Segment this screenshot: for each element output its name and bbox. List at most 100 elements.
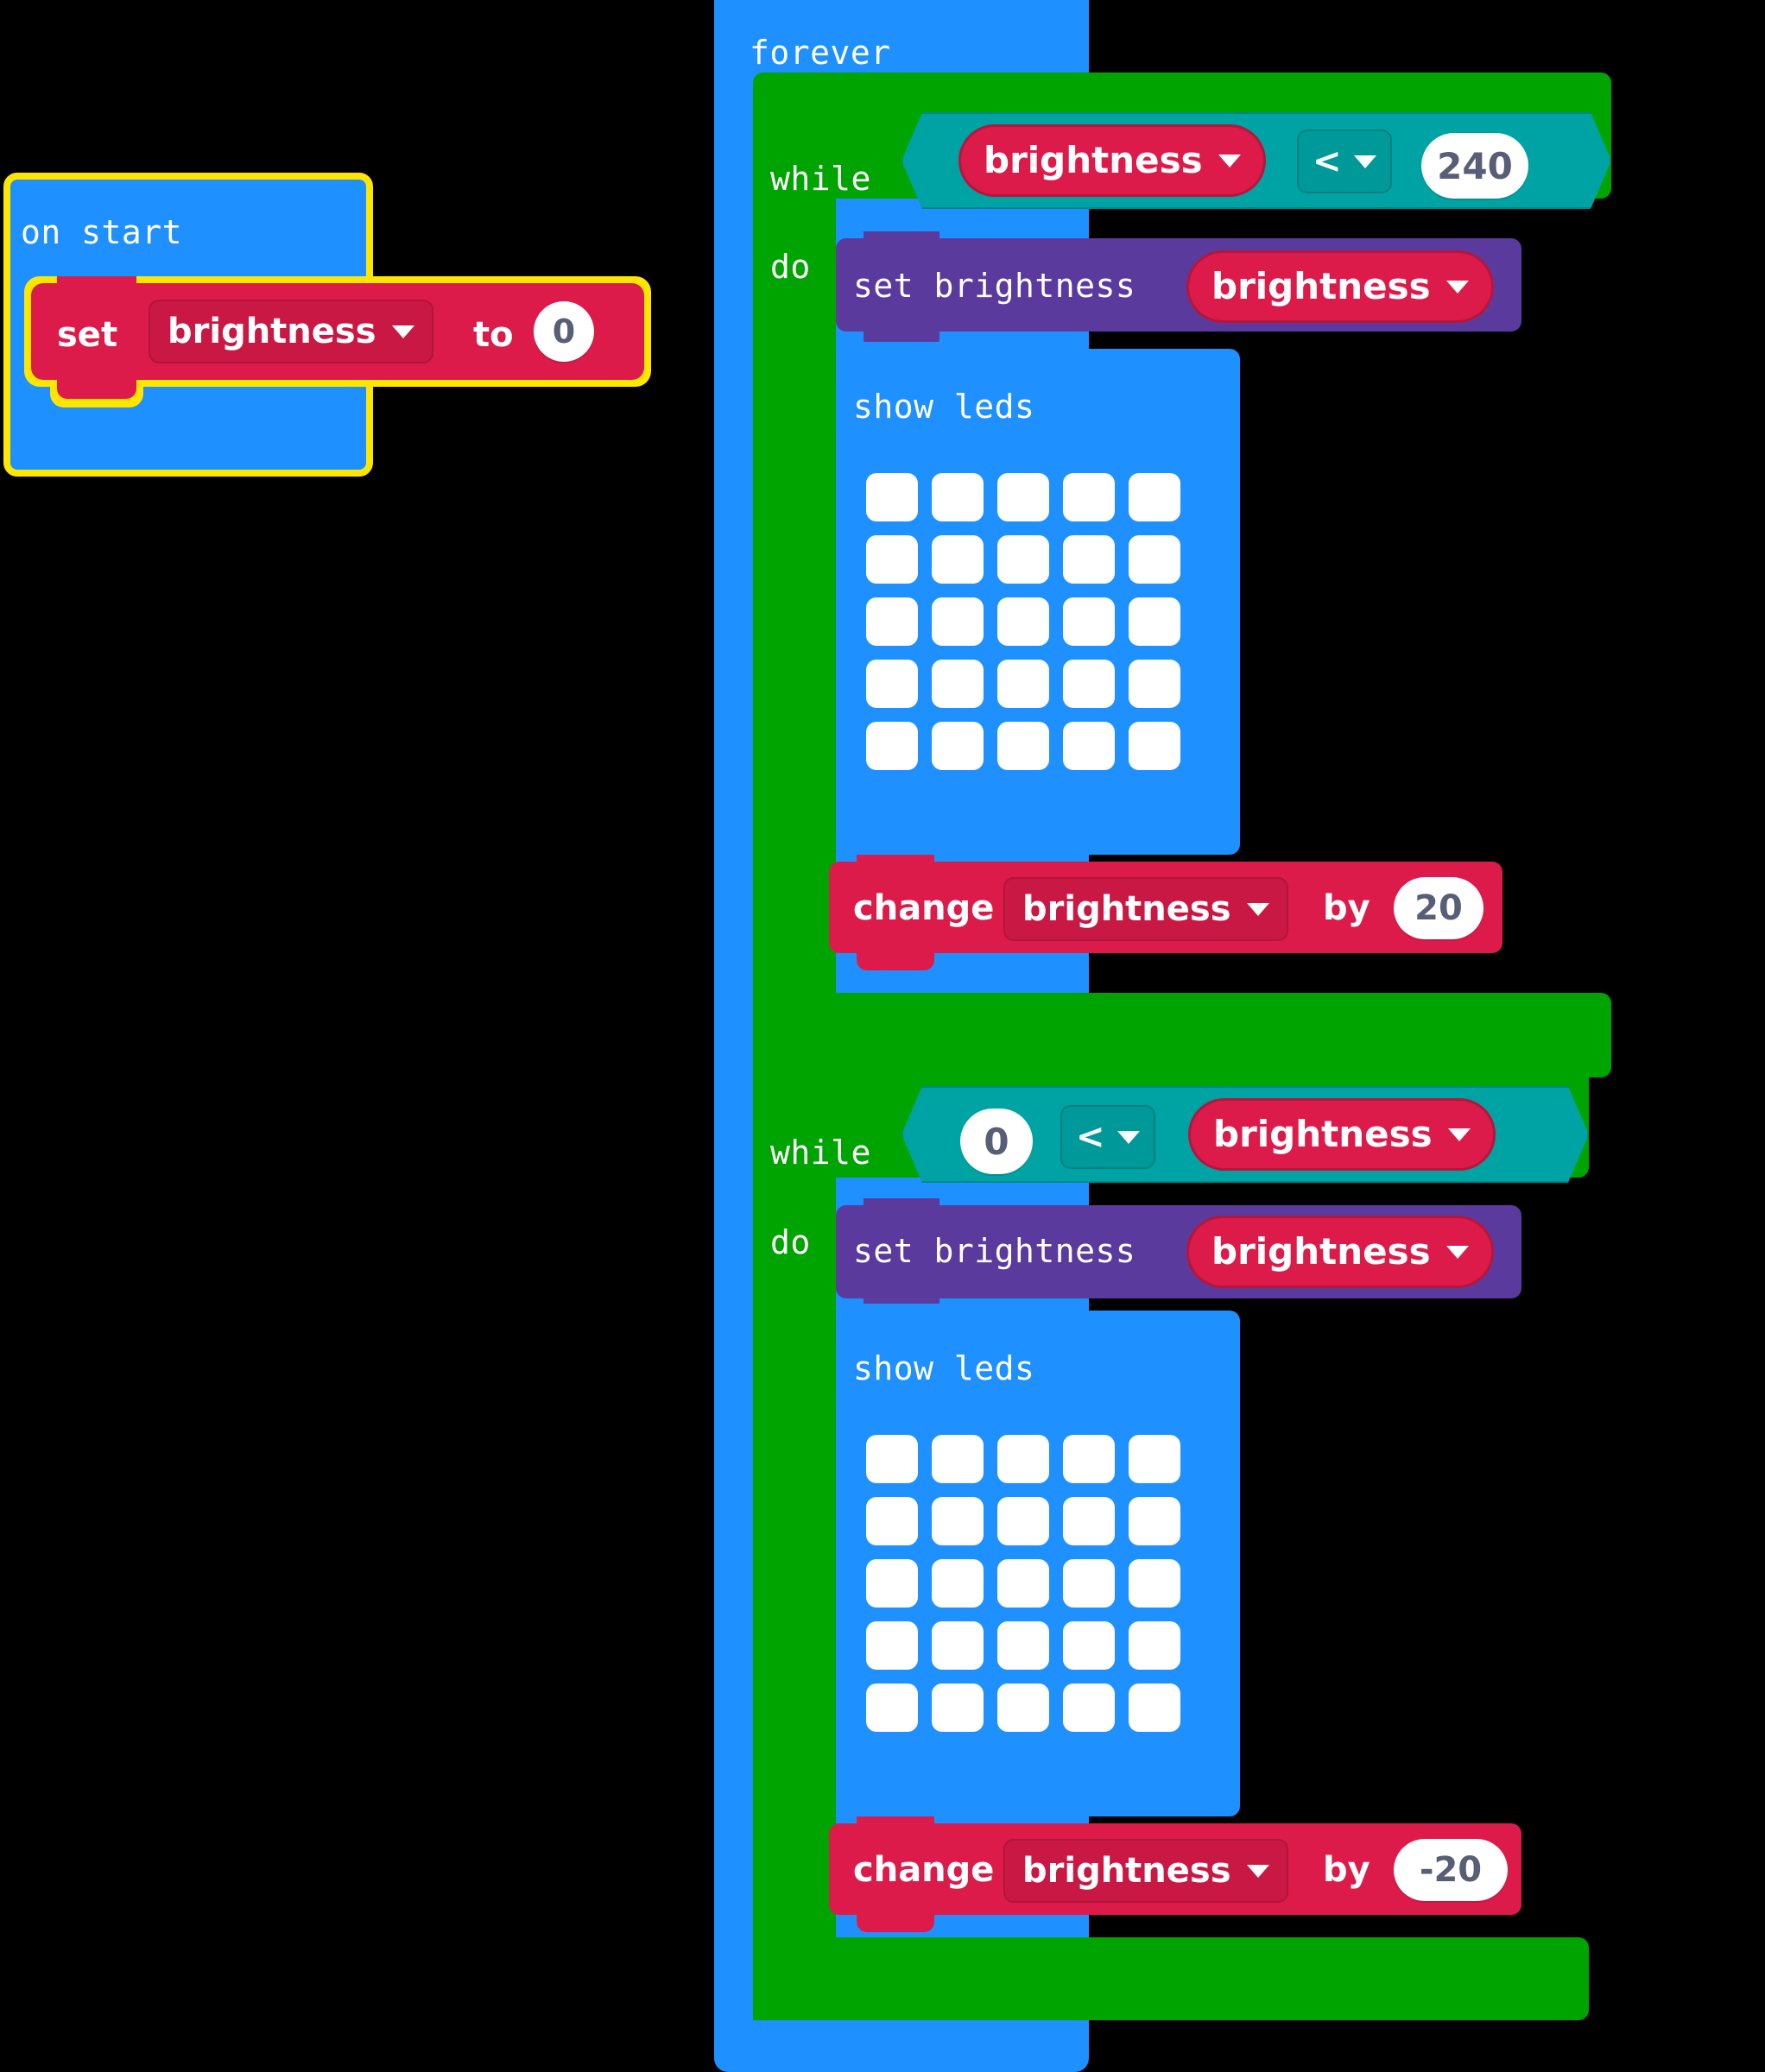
while-2-right-variable-name: brightness bbox=[1213, 1113, 1433, 1155]
led-cell-r2-c2[interactable] bbox=[997, 597, 1049, 646]
chevron-down-icon[interactable] bbox=[391, 325, 414, 338]
led-cell-r2-c0[interactable] bbox=[866, 597, 918, 646]
chevron-down-icon[interactable] bbox=[1246, 1864, 1269, 1878]
led-cell-r2-c0[interactable] bbox=[866, 1559, 918, 1608]
led-cell-r3-c2[interactable] bbox=[997, 660, 1049, 708]
set-led-brightness-label-2: set brightness bbox=[853, 1232, 1136, 1270]
led-cell-r3-c0[interactable] bbox=[866, 660, 918, 708]
change-variable-notch-bottom-2 bbox=[857, 1911, 934, 1932]
change-variable-prefix-2: change bbox=[853, 1850, 995, 1890]
show-leds-label-2: show leds bbox=[853, 1349, 1035, 1387]
led-cell-r4-c4[interactable] bbox=[1129, 1684, 1180, 1732]
set-led-brightness-argument-name-1: brightness bbox=[1211, 265, 1431, 307]
led-cell-r4-c4[interactable] bbox=[1129, 722, 1180, 770]
led-cell-r3-c1[interactable] bbox=[932, 660, 984, 708]
led-cell-r2-c3[interactable] bbox=[1063, 597, 1115, 646]
led-cell-r4-c1[interactable] bbox=[932, 722, 984, 770]
led-cell-r2-c4[interactable] bbox=[1129, 597, 1180, 646]
led-cell-r1-c0[interactable] bbox=[866, 1497, 918, 1545]
led-cell-r4-c1[interactable] bbox=[932, 1684, 984, 1732]
led-cell-r1-c1[interactable] bbox=[932, 535, 984, 584]
while-2-do-label: do bbox=[770, 1223, 811, 1261]
show-leds-notch-top-2 bbox=[864, 1304, 939, 1321]
led-matrix-1[interactable] bbox=[866, 473, 1180, 770]
led-cell-r0-c1[interactable] bbox=[932, 1435, 984, 1483]
led-cell-r3-c3[interactable] bbox=[1063, 1621, 1115, 1670]
led-cell-r1-c4[interactable] bbox=[1129, 1497, 1180, 1545]
led-cell-r0-c2[interactable] bbox=[997, 473, 1049, 521]
led-cell-r2-c1[interactable] bbox=[932, 1559, 984, 1608]
led-cell-r2-c4[interactable] bbox=[1129, 1559, 1180, 1608]
led-cell-r0-c0[interactable] bbox=[866, 1435, 918, 1483]
led-cell-r1-c4[interactable] bbox=[1129, 535, 1180, 584]
led-matrix-2[interactable] bbox=[866, 1435, 1180, 1732]
change-variable-notch-top-2 bbox=[857, 1816, 934, 1834]
set-led-brightness-argument-2[interactable]: brightness bbox=[1186, 1216, 1494, 1288]
while-1-right-number-input[interactable]: 240 bbox=[1421, 133, 1528, 199]
change-variable-dropdown-2[interactable]: brightness bbox=[1003, 1839, 1288, 1903]
while-2-left-number-input[interactable]: 0 bbox=[960, 1109, 1033, 1174]
led-cell-r0-c3[interactable] bbox=[1063, 1435, 1115, 1483]
led-cell-r0-c3[interactable] bbox=[1063, 473, 1115, 521]
chevron-down-icon[interactable] bbox=[1117, 1130, 1140, 1144]
chevron-down-icon[interactable] bbox=[1246, 902, 1269, 916]
chevron-down-icon[interactable] bbox=[1446, 280, 1469, 294]
led-cell-r4-c0[interactable] bbox=[866, 1684, 918, 1732]
change-variable-dropdown-1[interactable]: brightness bbox=[1003, 877, 1288, 941]
led-cell-r3-c4[interactable] bbox=[1129, 660, 1180, 708]
while-2-operator-dropdown[interactable]: < bbox=[1060, 1105, 1155, 1169]
led-cell-r3-c2[interactable] bbox=[997, 1621, 1049, 1670]
led-cell-r0-c2[interactable] bbox=[997, 1435, 1049, 1483]
while-1-left-variable-name: brightness bbox=[984, 139, 1203, 181]
set-variable-value-input[interactable]: 0 bbox=[534, 301, 594, 362]
change-variable-value-input-2[interactable]: -20 bbox=[1394, 1839, 1508, 1901]
change-variable-value-input-1[interactable]: 20 bbox=[1394, 877, 1483, 939]
change-variable-block-1[interactable] bbox=[829, 862, 1502, 953]
chevron-down-icon[interactable] bbox=[1446, 1245, 1469, 1259]
led-cell-r0-c0[interactable] bbox=[866, 473, 918, 521]
while-1-operator-symbol: < bbox=[1313, 142, 1342, 181]
chevron-down-icon[interactable] bbox=[1447, 1128, 1471, 1141]
led-cell-r4-c2[interactable] bbox=[997, 722, 1049, 770]
while-1-do-label: do bbox=[770, 248, 811, 286]
change-variable-name-2: brightness bbox=[1022, 1851, 1231, 1891]
led-cell-r1-c3[interactable] bbox=[1063, 535, 1115, 584]
led-cell-r0-c4[interactable] bbox=[1129, 473, 1180, 521]
while-1-left-variable[interactable]: brightness bbox=[958, 124, 1266, 197]
set-led-brightness-argument-1[interactable]: brightness bbox=[1186, 250, 1494, 323]
led-cell-r0-c1[interactable] bbox=[932, 473, 984, 521]
led-cell-r4-c0[interactable] bbox=[866, 722, 918, 770]
set-variable-dropdown[interactable]: brightness bbox=[149, 300, 433, 363]
forever-block-header[interactable] bbox=[714, 0, 1089, 74]
led-cell-r3-c3[interactable] bbox=[1063, 660, 1115, 708]
while-1-operator-dropdown[interactable]: < bbox=[1297, 130, 1392, 193]
on-start-label: on start bbox=[21, 213, 183, 251]
while-2-right-variable[interactable]: brightness bbox=[1188, 1098, 1496, 1171]
change-variable-connector-1: by bbox=[1323, 888, 1370, 928]
led-cell-r4-c3[interactable] bbox=[1063, 722, 1115, 770]
set-variable-name: brightness bbox=[168, 312, 376, 351]
led-cell-r3-c0[interactable] bbox=[866, 1621, 918, 1670]
led-cell-r2-c1[interactable] bbox=[932, 597, 984, 646]
led-cell-r1-c2[interactable] bbox=[997, 535, 1049, 584]
set-variable-prefix-label: set bbox=[57, 315, 118, 355]
led-cell-r4-c3[interactable] bbox=[1063, 1684, 1115, 1732]
led-cell-r3-c4[interactable] bbox=[1129, 1621, 1180, 1670]
led-cell-r3-c1[interactable] bbox=[932, 1621, 984, 1670]
led-cell-r0-c4[interactable] bbox=[1129, 1435, 1180, 1483]
led-cell-r2-c3[interactable] bbox=[1063, 1559, 1115, 1608]
led-cell-r1-c1[interactable] bbox=[932, 1497, 984, 1545]
led-cell-r2-c2[interactable] bbox=[997, 1559, 1049, 1608]
led-cell-r1-c3[interactable] bbox=[1063, 1497, 1115, 1545]
chevron-down-icon[interactable] bbox=[1353, 155, 1376, 168]
led-cell-r4-c2[interactable] bbox=[997, 1684, 1049, 1732]
led-cell-r1-c0[interactable] bbox=[866, 535, 918, 584]
set-led-brightness-argument-name-2: brightness bbox=[1211, 1230, 1431, 1273]
change-variable-prefix-1: change bbox=[853, 888, 995, 928]
chevron-down-icon[interactable] bbox=[1218, 154, 1241, 167]
change-variable-name-1: brightness bbox=[1022, 889, 1231, 929]
set-led-brightness-notch-top-1 bbox=[864, 231, 939, 249]
show-leds-notch-top-1 bbox=[864, 342, 939, 359]
led-cell-r1-c2[interactable] bbox=[997, 1497, 1049, 1545]
